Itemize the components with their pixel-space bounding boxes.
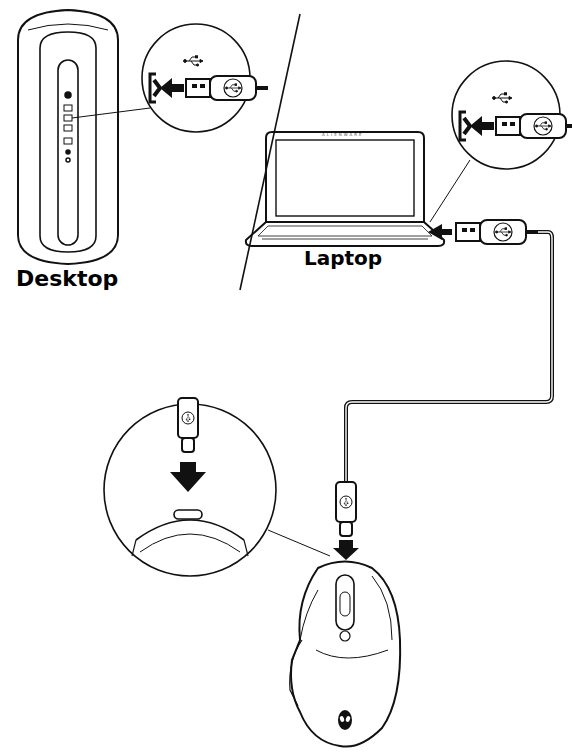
brand-mark: ALIENWARE xyxy=(322,133,363,137)
device-label: Laptop xyxy=(304,248,382,268)
device-label: Desktop xyxy=(16,268,118,290)
